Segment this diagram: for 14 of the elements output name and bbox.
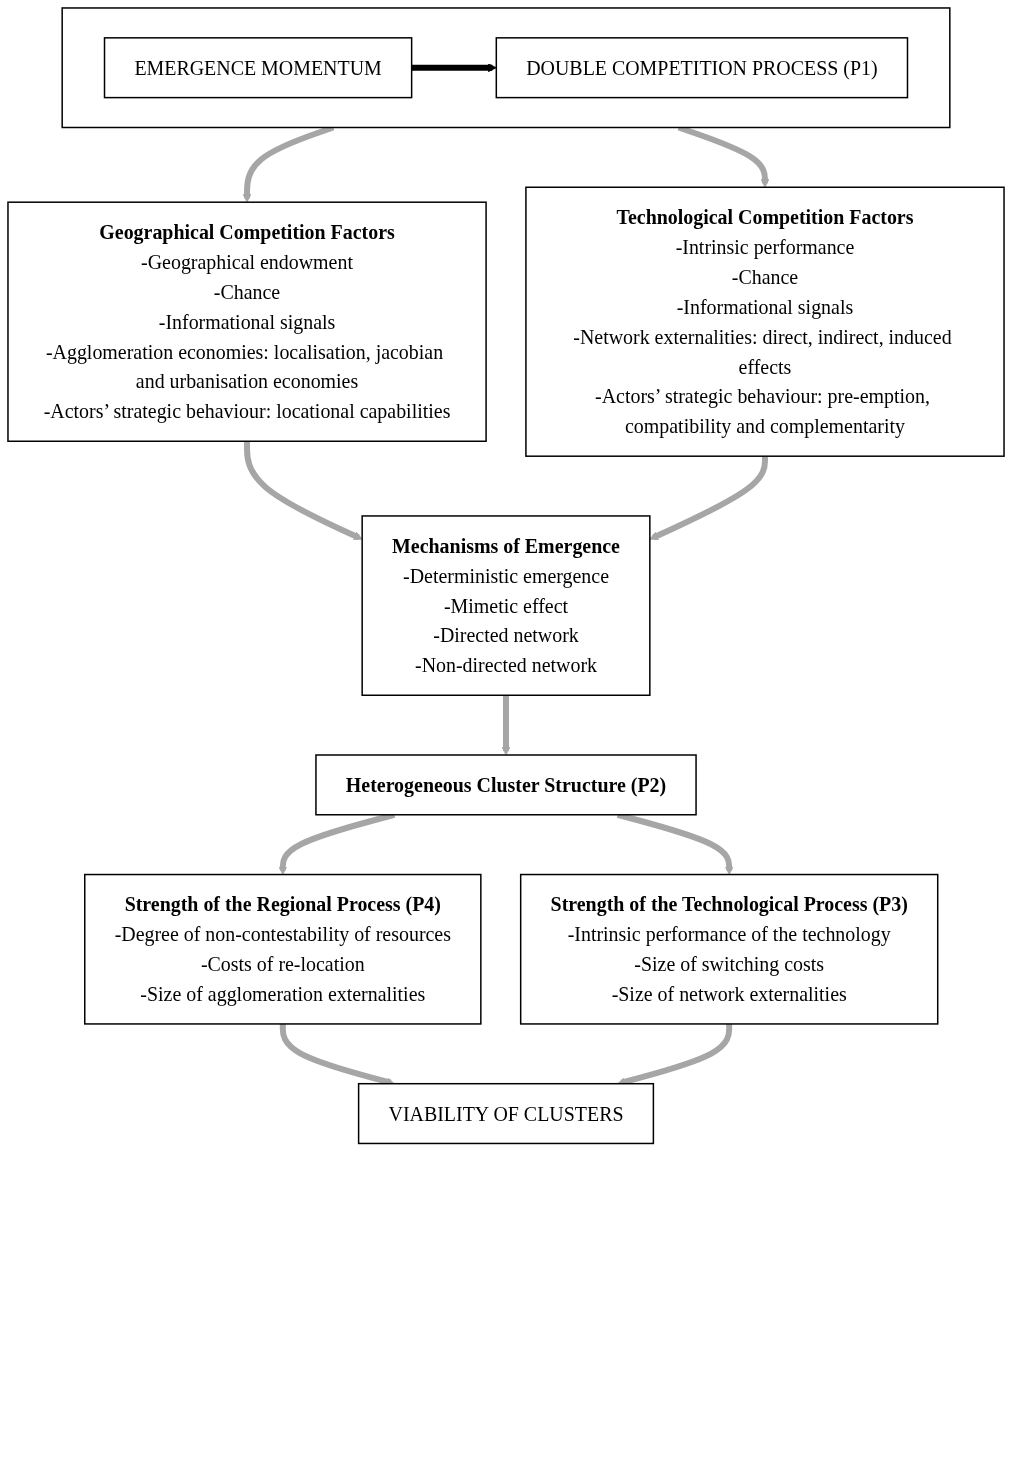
arrow xyxy=(244,441,363,541)
node-box: VIABILITY OF CLUSTERS xyxy=(357,1082,655,1145)
arrow xyxy=(411,63,497,73)
node-box: Mechanisms of Emergence -Deterministic emergence -Mimetic effect -Directed network -Non-directed network xyxy=(361,515,651,696)
node-box: EMERGENCE MOMENTUM xyxy=(103,37,413,99)
arrow xyxy=(649,456,768,541)
cluster xyxy=(61,7,951,129)
node-box: Geographical Competition Factors -Geographical endowment -Chance -Informational signals -Agglomeration economies: localisation, jacobian and urbanisation economies -Actors’ strategic behaviour: locational capabilities xyxy=(7,201,487,442)
node-box: Heterogeneous Cluster Structure (P2) xyxy=(315,754,697,816)
arrow xyxy=(501,695,511,756)
node-box: Strength of the Regional Process (P4) -Degree of non-contestability of resources -Costs of re-location -Size of agglomeration externalities xyxy=(84,873,482,1025)
node-box: Technological Competition Factors -Intrinsic performance -Chance -Informational signals -Network externalities: direct, indirect, induced effects -Actors’ strategic behaviour: pre-emption, compatibility and complementarity xyxy=(525,186,1005,457)
node-box: Strength of the Technological Process (P3) -Intrinsic performance of the technology -Size of switching costs -Size of network externalities xyxy=(519,873,939,1025)
node-box: DOUBLE COMPETITION PROCESS (P1) xyxy=(495,37,909,99)
